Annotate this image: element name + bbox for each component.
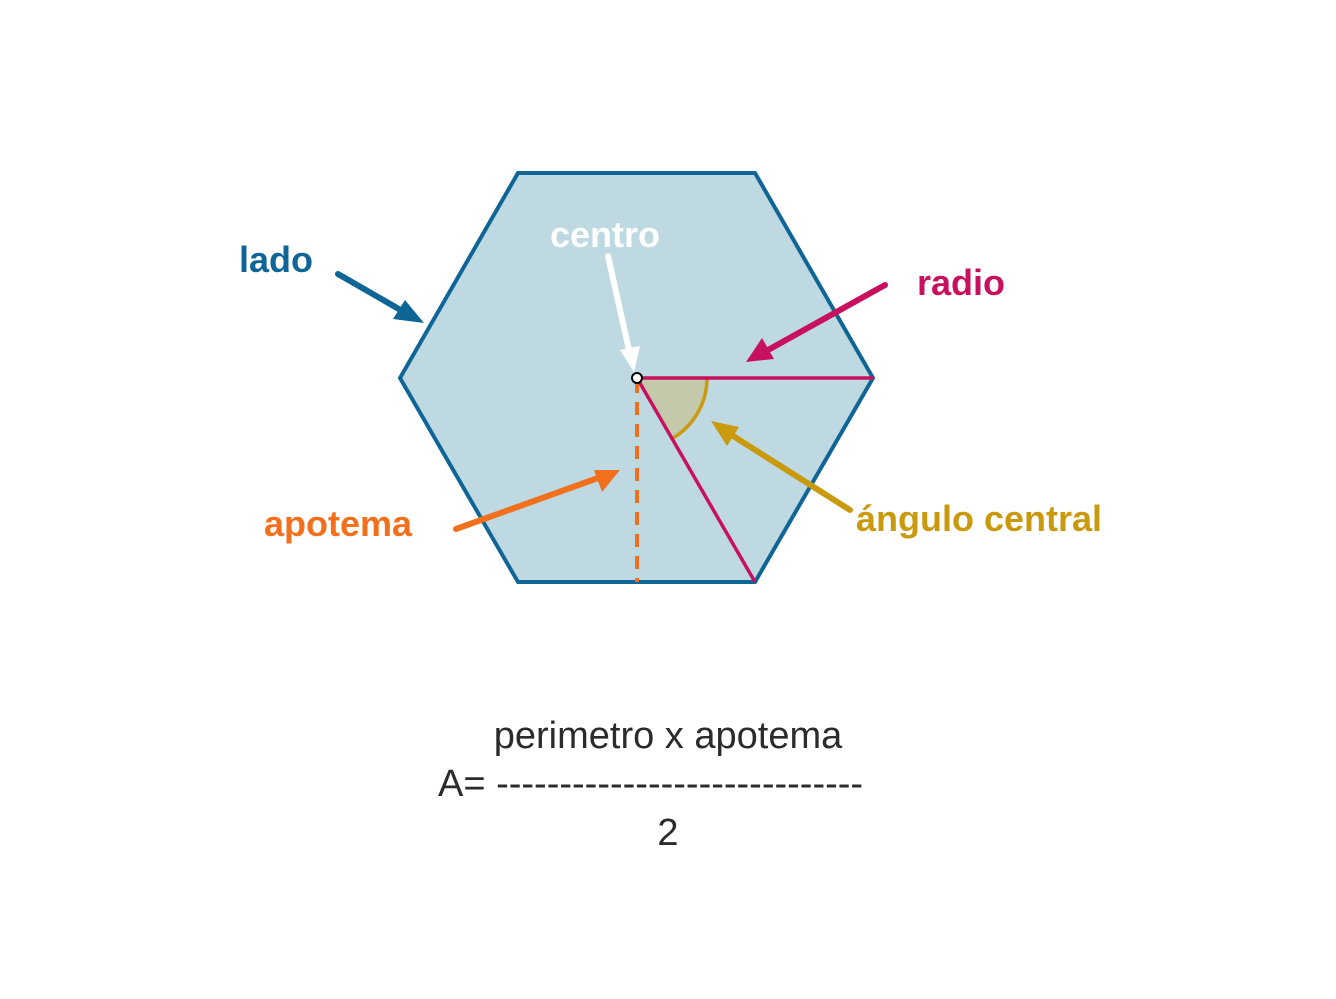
formula-numerator: perimetro x apotema xyxy=(493,715,843,757)
radius-label: radio xyxy=(917,262,1005,303)
side-arrow xyxy=(335,271,424,323)
formula-denominator: 2 xyxy=(657,812,679,854)
central-angle-arc xyxy=(671,377,709,441)
center-point xyxy=(631,372,643,384)
formula-fraction-line: A= ----------------------------- xyxy=(438,763,864,805)
central-angle-arrow xyxy=(711,421,853,513)
apothem-label: apotema xyxy=(264,503,413,544)
central-angle-label: ángulo central xyxy=(856,498,1102,539)
side-label: lado xyxy=(239,239,313,280)
center-label: centro xyxy=(550,214,660,255)
radius-line-diagonal xyxy=(635,377,757,583)
apothem-arrow xyxy=(453,470,620,532)
center-arrow xyxy=(605,253,640,372)
radius-arrow xyxy=(746,282,888,362)
